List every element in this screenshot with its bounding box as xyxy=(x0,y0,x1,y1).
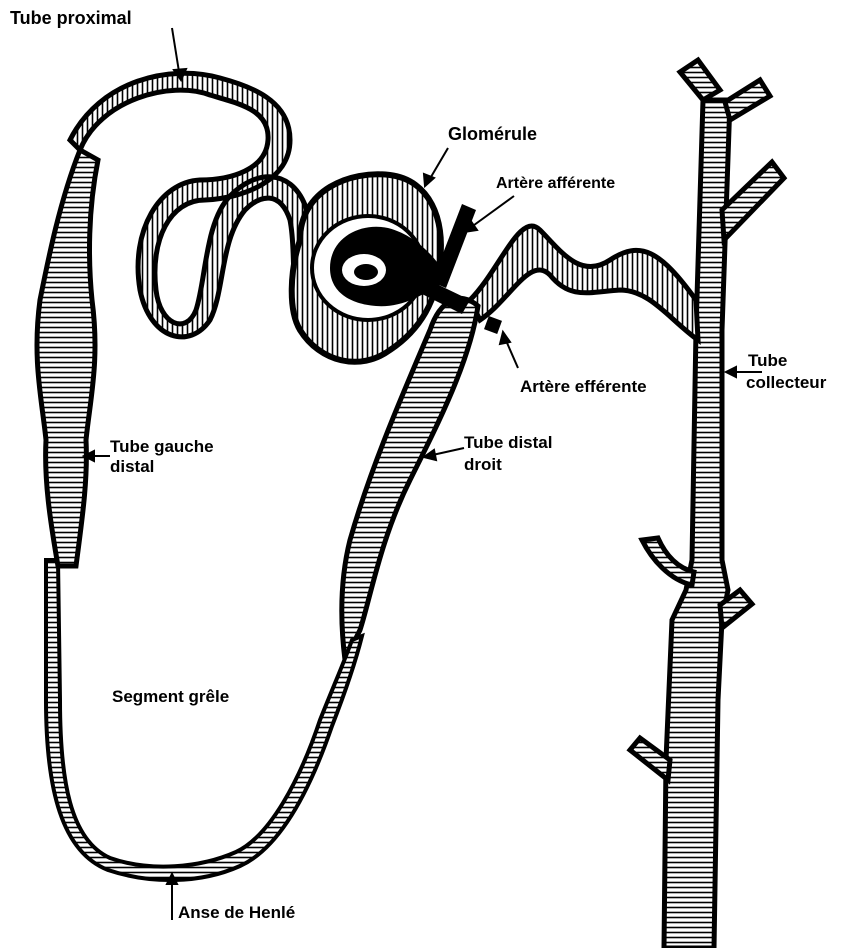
label-tube-distal-droit-line2: droit xyxy=(464,455,502,474)
label-tube-distal-droit-line1: Tube distal xyxy=(464,433,552,452)
label-glomerule: Glomérule xyxy=(448,124,537,144)
connecting-tubule xyxy=(470,226,698,340)
proximal-tubule xyxy=(70,73,320,337)
collecting-duct-branch-bottom-left xyxy=(630,738,670,780)
label-tube-collecteur-line1: Tube xyxy=(748,351,787,370)
label-segment-grele: Segment grêle xyxy=(112,687,229,706)
collecting-duct-trunk xyxy=(664,100,730,948)
collecting-duct-branch-top-left xyxy=(680,60,720,100)
label-artere-efferente: Artère efférente xyxy=(520,377,647,396)
glomerulus xyxy=(292,174,441,362)
label-artere-afferente: Artère afférente xyxy=(496,175,615,192)
label-anse-de-henle: Anse de Henlé xyxy=(178,903,295,922)
collecting-duct xyxy=(630,60,784,948)
arrow-artere-afferente xyxy=(470,196,514,228)
thin-segment-loop xyxy=(46,560,362,880)
collecting-duct-branch-lower-left xyxy=(642,538,694,585)
label-tube-collecteur-line2: collecteur xyxy=(746,373,827,392)
efferent-artery-stub xyxy=(484,316,502,334)
label-tube-gauche-distal-line2: distal xyxy=(110,457,154,476)
left-thick-tube xyxy=(37,150,98,566)
arrows xyxy=(84,28,762,920)
label-tube-proximal: Tube proximal xyxy=(10,8,132,28)
collecting-duct-branch-top-right xyxy=(725,80,770,120)
collecting-duct-branch-upper-right xyxy=(722,162,784,240)
label-tube-gauche-distal-line1: Tube gauche xyxy=(110,437,214,456)
